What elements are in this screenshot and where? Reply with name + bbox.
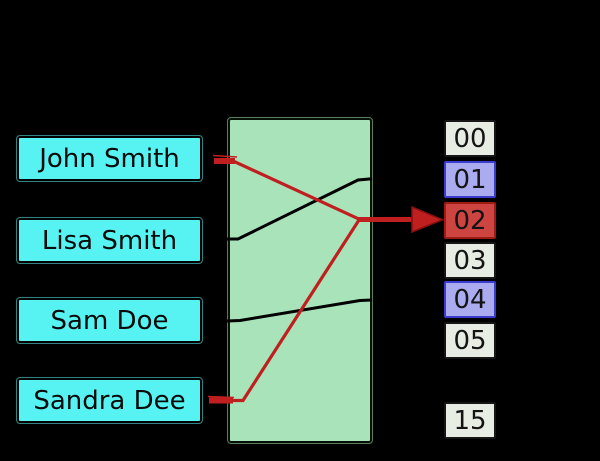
key-label: Sam Doe [50, 305, 169, 336]
key-box-sam-doe: Sam Doe [17, 298, 202, 343]
key-box-lisa-smith: Lisa Smith [17, 218, 202, 263]
bucket-label: 15 [453, 405, 487, 436]
bucket-15: 15 [444, 402, 496, 439]
bucket-01: 01 [444, 161, 496, 198]
bucket-label: 04 [453, 284, 487, 315]
key-box-john-smith: John Smith [17, 136, 202, 181]
bucket-04: 04 [444, 281, 496, 318]
hash-function-box [228, 118, 372, 443]
collision-arrowhead [411, 205, 445, 234]
bucket-label: 02 [453, 205, 487, 236]
key-box-sandra-dee: Sandra Dee [17, 378, 202, 423]
bucket-label: 00 [453, 123, 487, 154]
bucket-02-collision: 02 [444, 202, 496, 239]
key-label: Sandra Dee [33, 385, 186, 416]
bucket-03: 03 [444, 242, 496, 279]
bucket-label: 01 [453, 164, 487, 195]
bucket-00: 00 [444, 120, 496, 157]
bucket-label: 03 [453, 245, 487, 276]
key-label: Lisa Smith [41, 225, 178, 256]
key-label: John Smith [39, 143, 180, 174]
bucket-label: 05 [453, 325, 487, 356]
bucket-05: 05 [444, 322, 496, 359]
